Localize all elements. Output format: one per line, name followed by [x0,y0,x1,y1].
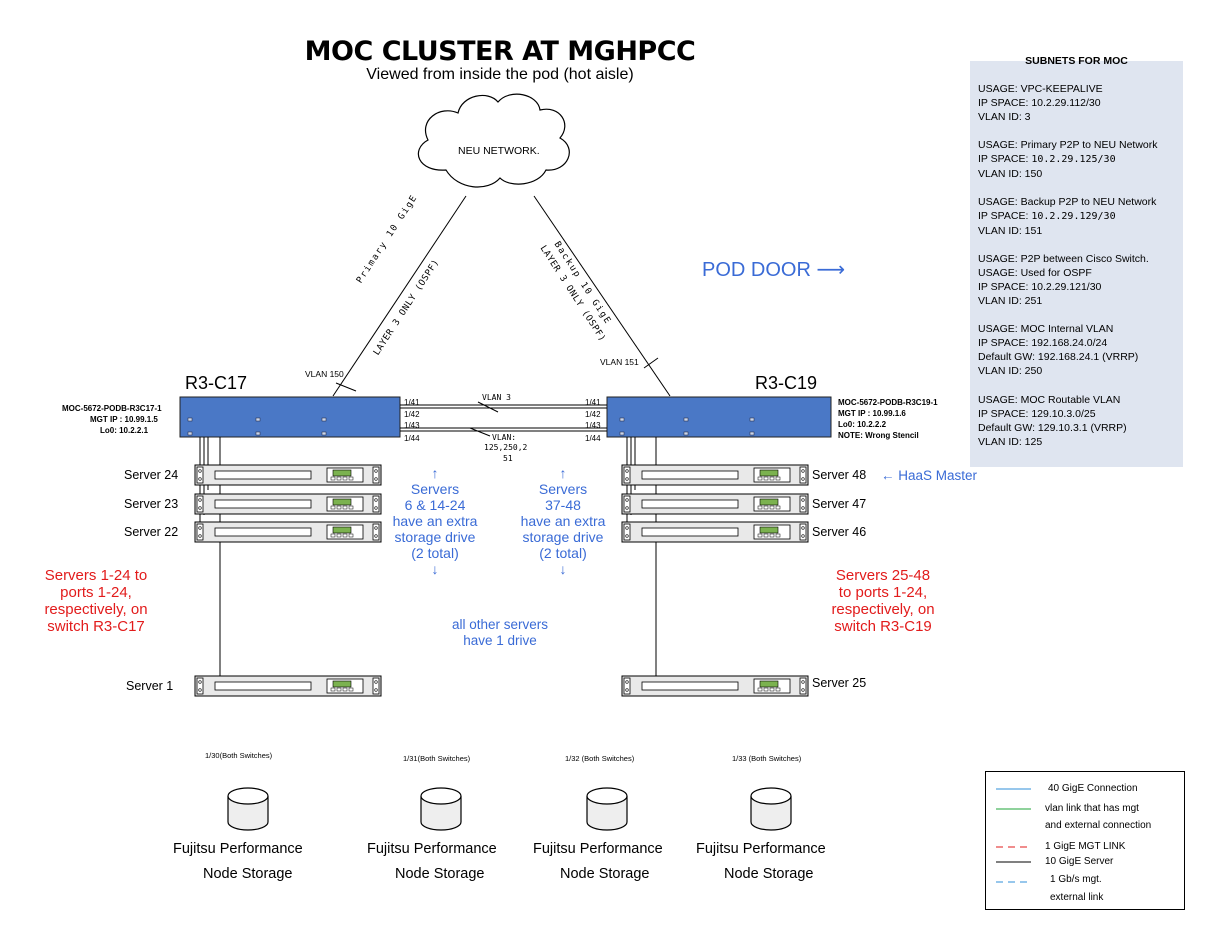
storage-3-icon [586,787,628,831]
subnets-title: SUBNETS FOR MOC [1025,55,1128,67]
port-left-41: 1/41 [404,398,420,407]
vlan150-tick [335,382,357,392]
server-48-unit [621,464,809,486]
port-left-42: 1/42 [404,410,420,419]
server-22-unit [194,521,382,543]
switch-right-mgt: MGT IP : 10.99.1.6 [838,409,906,418]
storage-1-icon [227,787,269,831]
legend-swatches [996,788,1031,883]
server-47-label: Server 47 [812,497,867,511]
vlan-multi-2: 125,250,2 [484,443,528,452]
center-drive-note: all other servers have 1 drive [451,617,549,648]
left-port-note: Servers 1-24 to ports 1-24, respectively… [44,567,148,635]
port-right-41: 1/41 [585,398,601,407]
legend-label-ext2: external link [1050,892,1104,903]
switch-r3c17-ports [187,417,327,436]
rack-r3c19: R3-C19 [755,373,818,393]
server-23-unit [194,493,382,515]
server-1-unit [194,675,382,697]
vlan-multi-3: 51 [503,454,513,463]
storage-4-label1: Fujitsu Performance [696,841,826,857]
server-25-unit [621,675,809,697]
haas-master-label: ← HaaS Master [881,468,978,483]
subnet-primary-p2p: USAGE: Primary P2P to NEU Network IP SPA… [978,139,1158,180]
right-storage-note: ↑ Servers 37-48 have an extra storage dr… [520,465,606,577]
vlan3-label: VLAN 3 [482,393,511,402]
server-1-label: Server 1 [126,679,174,693]
storage-3-port: 1/32 (Both Switches) [565,754,635,763]
vlan151-label: VLAN 151 [600,357,639,367]
port-left-43: 1/43 [404,421,420,430]
switch-right-lo: Lo0: 10.2.2.2 [838,420,887,429]
server-23-label: Server 23 [124,497,179,511]
server-22-label: Server 22 [124,525,179,539]
storage-2-port: 1/31(Both Switches) [403,754,471,763]
port-left-44: 1/44 [404,434,420,443]
port-right-43: 1/43 [585,421,601,430]
switch-left-lo: Lo0: 10.2.2.1 [100,426,149,435]
primary-uplink [332,195,467,397]
inter-switch-links [400,401,607,437]
vlan-multi-1: VLAN: [492,433,517,442]
server-25-label: Server 25 [812,676,867,690]
subnet-vpc-keepalive: USAGE: VPC-KEEPALIVE IP SPACE: 10.2.29.1… [978,83,1103,123]
pod-door-label: POD DOOR ⟶ [702,259,846,281]
legend-label-ext1: 1 Gb/s mgt. [1050,874,1102,885]
page-subtitle: Viewed from inside the pod (hot aisle) [366,66,634,83]
server-24-unit [194,464,382,486]
storage-2-icon [420,787,462,831]
vlan151-tick [643,357,659,369]
storage-1-label1: Fujitsu Performance [173,841,303,857]
server-47-unit [621,493,809,515]
switch-right-name: MOC-5672-PODB-R3C19-1 [838,398,938,407]
rack-r3c17: R3-C17 [185,373,248,393]
vlan150-label: VLAN 150 [305,369,344,379]
switch-r3c19 [606,396,832,438]
backup-uplink [533,195,671,397]
legend-label-mgt: 1 GigE MGT LINK [1045,841,1126,852]
subnet-internal-vlan: USAGE: MOC Internal VLAN IP SPACE: 192.1… [978,323,1139,377]
storage-1-port: 1/30(Both Switches) [205,751,273,760]
storage-2-label2: Node Storage [395,866,485,882]
legend-label-server: 10 GigE Server [1045,856,1114,867]
storage-3-label2: Node Storage [560,866,650,882]
port-right-44: 1/44 [585,434,601,443]
subnet-backup-p2p: USAGE: Backup P2P to NEU Network IP SPAC… [978,196,1157,237]
legend: 40 GigE Connection vlan link that has mg… [985,771,1185,910]
storage-4-port: 1/33 (Both Switches) [732,754,802,763]
switch-r3c17 [179,396,401,438]
server-48-label: Server 48 [812,468,867,482]
left-storage-note: ↑ Servers 6 & 14-24 have an extra storag… [392,465,478,577]
storage-1-label2: Node Storage [203,866,293,882]
switch-right-note: NOTE: Wrong Stencil [838,431,919,440]
storage-4-label2: Node Storage [724,866,814,882]
subnet-cisco-p2p: USAGE: P2P between Cisco Switch. USAGE: … [978,253,1149,307]
right-port-note: Servers 25-48 to ports 1-24, respectivel… [831,567,935,635]
switch-left-mgt: MGT IP : 10.99.1.5 [90,415,158,424]
legend-label-40g: 40 GigE Connection [1048,783,1138,794]
legend-label-vlan1: vlan link that has mgt [1045,803,1139,814]
server-46-label: Server 46 [812,525,867,539]
storage-2-label1: Fujitsu Performance [367,841,497,857]
page-title: MOC CLUSTER AT MGHPCC [304,36,696,67]
storage-3-label1: Fujitsu Performance [533,841,663,857]
storage-4-icon [750,787,792,831]
legend-label-vlan2: and external connection [1045,820,1152,831]
server-24-label: Server 24 [124,468,179,482]
cloud-label: NEU NETWORK. [458,145,540,157]
switch-left-name: MOC-5672-PODB-R3C17-1 [62,404,162,413]
switch-r3c19-ports [619,417,755,436]
server-46-unit [621,521,809,543]
subnets-panel: SUBNETS FOR MOC USAGE: VPC-KEEPALIVE IP … [970,55,1183,467]
port-right-42: 1/42 [585,410,601,419]
neu-network-cloud [417,93,570,188]
subnet-routable-vlan: USAGE: MOC Routable VLAN IP SPACE: 129.1… [978,394,1127,448]
